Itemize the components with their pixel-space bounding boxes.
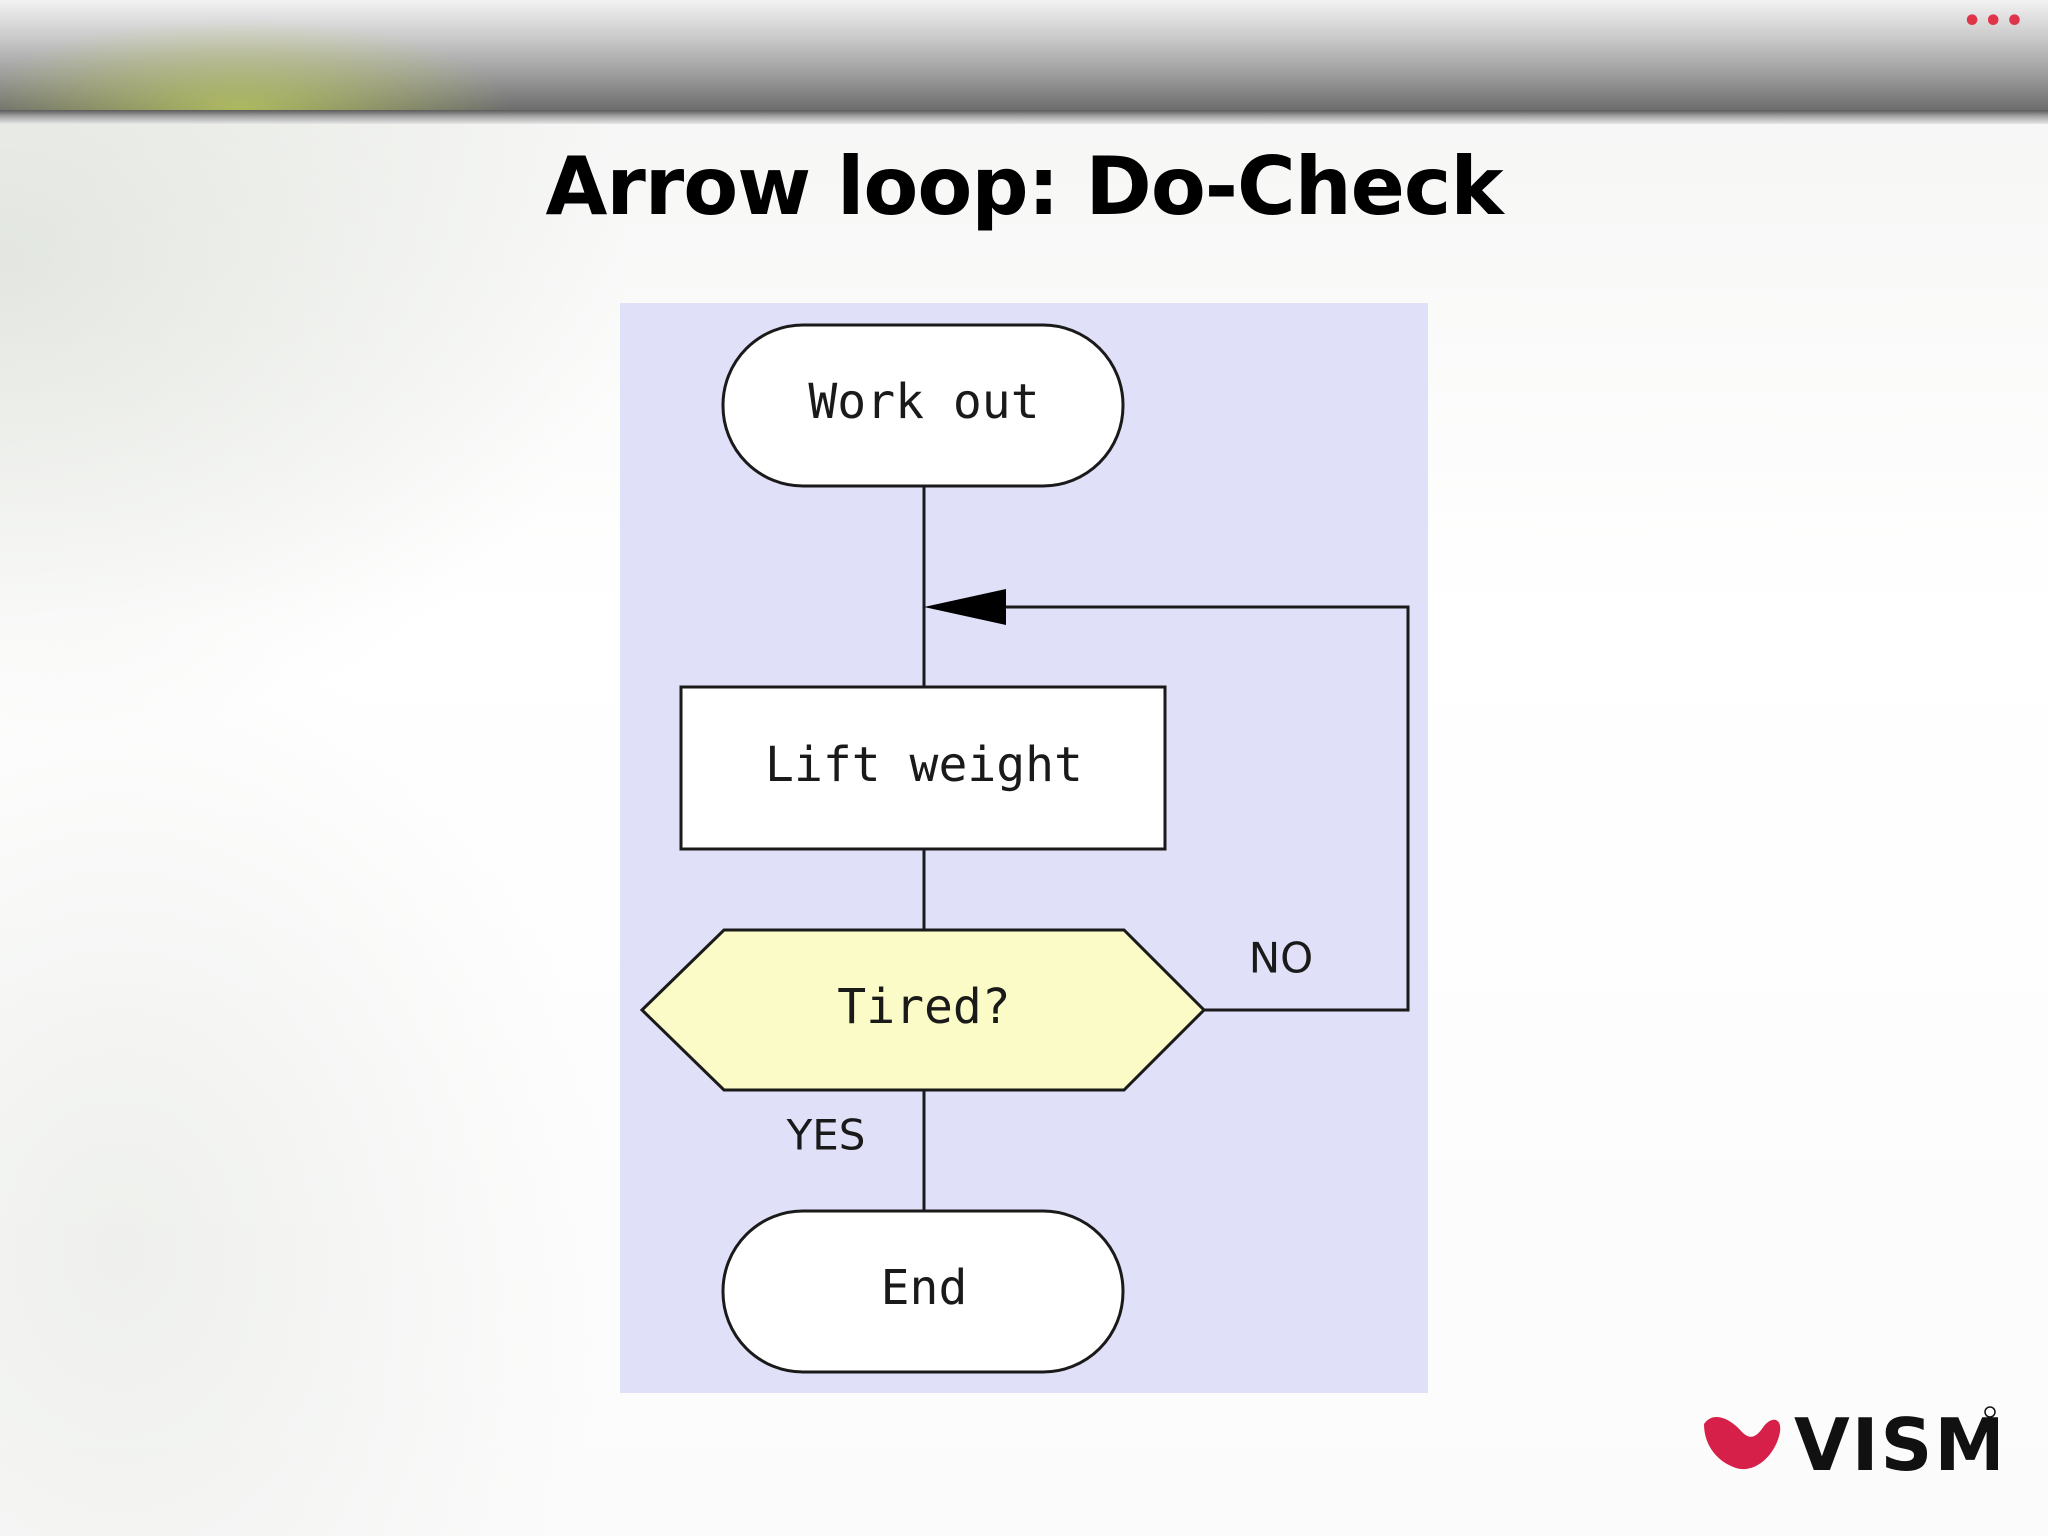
end-node-label: End xyxy=(881,1260,968,1316)
loop-back-arrow-line xyxy=(1006,605,1410,1012)
page-title: Arrow loop: Do-Check xyxy=(545,140,1503,233)
decision-node-label: Tired? xyxy=(837,979,1010,1035)
start-node-label: Work out xyxy=(808,374,1039,430)
flowchart: Work out Lift weight Tired? End NO YES xyxy=(620,303,1428,1393)
logo-swoosh-icon xyxy=(1704,1417,1781,1470)
decision-node xyxy=(639,928,1207,1092)
process-node xyxy=(679,685,1167,851)
yes-branch-label: YES xyxy=(786,1111,866,1160)
no-branch-label: NO xyxy=(1249,934,1313,983)
end-node xyxy=(721,1209,1125,1374)
visma-logo: VISMA xyxy=(1704,1403,1998,1482)
header-highlight xyxy=(0,0,560,110)
logo-wordmark: VISMA xyxy=(1794,1403,1998,1482)
start-node xyxy=(721,323,1125,488)
more-dots-icon[interactable]: ••• xyxy=(1962,4,2026,39)
header-divider xyxy=(0,110,2048,124)
registered-mark-icon xyxy=(1984,1406,1996,1418)
loop-arrowhead-icon xyxy=(924,589,1006,625)
process-node-label: Lift weight xyxy=(765,737,1083,793)
